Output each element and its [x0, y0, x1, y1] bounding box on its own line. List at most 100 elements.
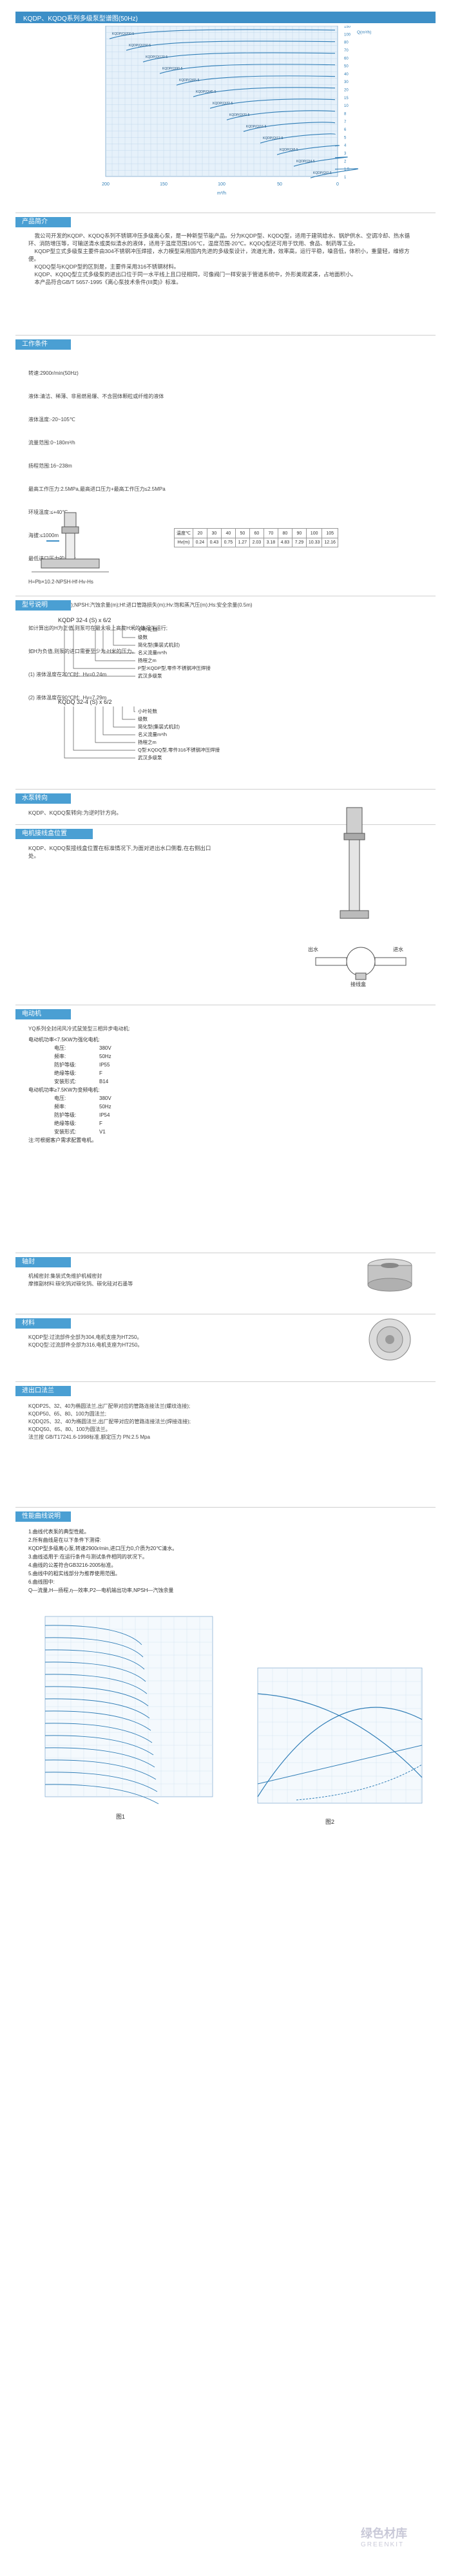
table-cell: 7.29: [291, 538, 307, 547]
section-title-seal: 轴封: [15, 1257, 71, 1267]
y-tick: 1.5: [344, 168, 350, 172]
divider: [15, 335, 436, 336]
section-title-motor: 电动机: [15, 1009, 71, 1019]
motor-note: 注:可根据客户需求配置电机。: [28, 1137, 97, 1143]
y-tick: 10: [344, 104, 349, 108]
pump-vertical-drawing: [335, 805, 374, 927]
condition-line: 流量范围:0~180m³/h: [28, 440, 75, 446]
x-tick: 50: [277, 182, 282, 187]
condition-line: 转速:2900r/min(50Hz): [28, 370, 79, 376]
spec-value: 380V: [99, 1095, 111, 1101]
note-line: Q—流量,H—扬程,η—效率,P2—电机输出功率,NPSH—汽蚀余量: [28, 1587, 174, 1593]
series-curve: [44, 1723, 153, 1743]
outlet-label: 出水: [308, 947, 318, 952]
chart-curves: KQDP(Q)200-5KQDP(Q)150-5KQDP(Q)120-5KQDP…: [109, 29, 359, 178]
spec-value: V1: [99, 1129, 106, 1135]
rotation-text: KQDP、KQDQ泵转向:为逆时针方向。: [28, 810, 122, 816]
spec-label: 安装形式:: [54, 1079, 77, 1084]
performance-figure-1: 图1: [26, 1610, 219, 1823]
series-label: KQDP(Q)16-5: [246, 125, 267, 129]
table-cell: 70: [263, 528, 278, 538]
legend-line: 小叶轮数: [138, 708, 157, 714]
note-line: 3.曲线适用于:在运行条件与测试条件相同的状况下。: [28, 1554, 148, 1560]
y-tick: 2: [344, 160, 347, 164]
series-curve: [209, 99, 336, 109]
legend-line: 名义流量m³/h: [138, 650, 167, 656]
section-title-intro: 产品简介: [15, 217, 71, 227]
condition-line: Pb:当地大气压(bar);NPSH:汽蚀余量(m);Hf:进口管路损失(m);…: [28, 602, 253, 608]
note-line: KQDP型多级离心泵,转速2900r/min,进口压力0,介质为20℃清水。: [28, 1546, 178, 1551]
seal-text: 机械密封:集装式免维护机械密封 摩擦副材料:碳化钨对碳化钨、碳化硅对石墨等: [28, 1273, 133, 1287]
table-cell: 100: [305, 528, 323, 538]
spec-label: 安装形式:: [54, 1129, 77, 1135]
legend-line: 级数: [138, 634, 148, 640]
y-axis-label: Q(m³/h): [357, 30, 371, 35]
table-cell: 60: [249, 528, 264, 538]
y-tick: 70: [344, 49, 349, 53]
x-tick: 0: [336, 182, 339, 187]
series-label: KQDP(Q)120-5: [146, 55, 168, 59]
spec-label: 防护等级:: [54, 1112, 77, 1118]
figure-1-caption: 图1: [116, 1814, 126, 1820]
spec-value: 50Hz: [99, 1054, 111, 1059]
efficiency-curve: [257, 1707, 423, 1797]
divider: [15, 1381, 436, 1382]
series-curve: [44, 1637, 144, 1658]
series-label: KQDP(Q)4-5: [296, 160, 315, 164]
series-label: KQDP(Q)200-5: [112, 32, 134, 36]
y-tick: 5: [344, 136, 347, 140]
seal-photo: [361, 1253, 419, 1298]
y-tick: 4: [344, 144, 347, 148]
spec-label: 绝缘等级:: [54, 1070, 77, 1076]
type-spectrum-svg: KQDP(Q)200-5KQDP(Q)150-5KQDP(Q)120-5KQDP…: [102, 25, 371, 196]
figure-2-caption: 图2: [325, 1819, 335, 1825]
series-label: KQDP(Q)32-5: [213, 102, 233, 106]
condition-line: 最高工作压力:2.5MPa,最高进口压力+最高工作压力≤2.5MPa: [28, 486, 166, 492]
condition-line: 如计算出的H为正值,则泵可在最大吸上高度H米的情况下运行;: [28, 625, 168, 631]
table-cell: 10.33: [305, 538, 323, 547]
series-label: KQDP(Q)20-5: [229, 113, 250, 117]
table-cell: 12.16: [321, 538, 338, 547]
pump-outline-icon: [32, 512, 109, 573]
legend-line: 扬程之m: [138, 739, 157, 745]
pump-drawing: [28, 509, 112, 580]
y-tick: 15: [344, 97, 349, 100]
section-title-model: 型号说明: [15, 600, 71, 611]
junction-diagram: 出水 进水 接线盒: [303, 937, 419, 989]
condition-line: 液体:清洁、稀薄、非易燃易爆、不含固体颗粒或纤维的液体: [28, 393, 164, 399]
divider: [15, 1507, 436, 1508]
legend-line: 扬程之m: [138, 658, 157, 663]
condition-line: 液体温度:-20~105℃: [28, 417, 75, 422]
y-tick: 50: [344, 65, 349, 69]
section-title-conditions: 工作条件: [15, 339, 71, 350]
watermark-en: GREENKIT: [361, 2541, 405, 2548]
performance-figure-2: 图2: [238, 1662, 432, 1829]
table-cell: 80: [277, 528, 293, 538]
condition-line: 如H为负值,则泵的进口需要至少为-H米的压力。: [28, 649, 137, 654]
motor-group-title: 电动机功率<7.5KW为强化电机:: [28, 1037, 100, 1043]
table-cell: 20: [192, 528, 207, 538]
conditions-list: 转速:2900r/min(50Hz) 液体:清洁、稀薄、非易燃易爆、不含固体颗粒…: [28, 354, 415, 710]
head-curve: [257, 1693, 423, 1778]
legend-line: 简化型(集装式机封): [138, 642, 180, 648]
legend-line: Q型:KQDQ型,零件316不锈钢冲压焊接: [138, 747, 220, 753]
performance-curves-svg: [44, 1616, 213, 1804]
table-cell: 0.24: [192, 538, 207, 547]
y-tick: 3: [344, 152, 347, 156]
section-title-junction-box: 电机接线盒位置: [15, 829, 93, 839]
table-cell: 105: [321, 528, 338, 538]
note-line: 2.所有曲线是在以下条件下测得:: [28, 1537, 101, 1543]
table-cell: 90: [291, 528, 307, 538]
x-tick: 150: [160, 182, 168, 187]
condition-line: 环境温度:≤+40℃: [28, 509, 68, 515]
series-curve: [44, 1698, 150, 1719]
spec-value: F: [99, 1121, 102, 1126]
series-label: KQDP(Q)150-5: [129, 44, 151, 48]
table-cell: 3.18: [263, 538, 278, 547]
series-curve: [44, 1625, 142, 1645]
mechanical-seal-icon: [367, 1258, 412, 1292]
